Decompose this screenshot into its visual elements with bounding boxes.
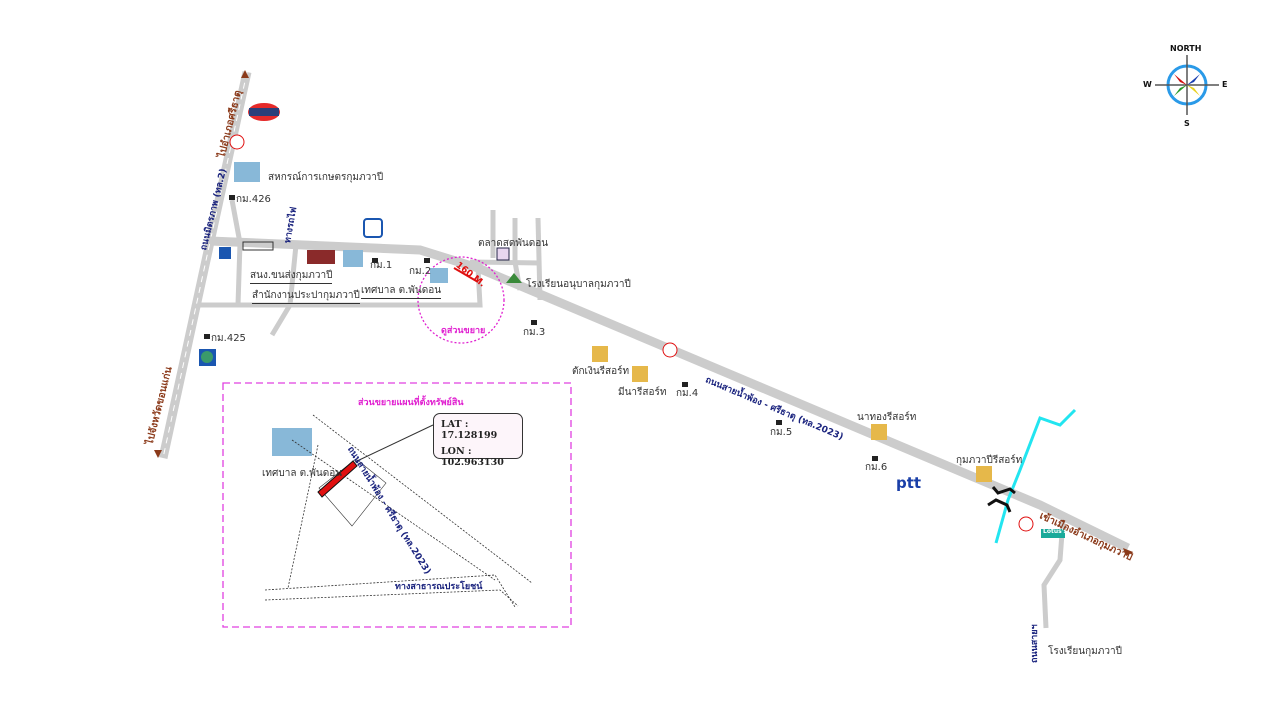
km5-label: กม.5 [770, 427, 793, 438]
zoom-circle[interactable] [417, 256, 505, 344]
compass-west: W [1143, 80, 1152, 89]
lotus-logo [1041, 529, 1065, 538]
arrow-south-icon [154, 450, 162, 458]
municipality-label: เทศบาล ต.พันดอน [361, 283, 442, 299]
market-label: ตลาดสดพันดอน [478, 238, 549, 249]
coordinates-box: LAT : 17.128199 LON : 102.963130 [433, 413, 523, 468]
resort4-label: กุมภวาปีรีสอร์ท [956, 455, 1023, 466]
kindergarten-label: โรงเรียนอนุบาลกุมภวาปี [526, 279, 631, 290]
compass-east: E [1222, 80, 1228, 89]
pt-station-icon [229, 134, 1034, 532]
resort3-label: นาทองรีสอร์ท [857, 412, 917, 423]
arrow-north-icon [241, 70, 249, 78]
nissan-icon [248, 103, 280, 121]
govt-icon [363, 218, 383, 238]
km425-label: กม.425 [211, 333, 246, 344]
compass-south: S [1184, 119, 1190, 128]
svg-text:ptt: ptt [896, 474, 921, 492]
km6-label: กม.6 [865, 462, 888, 473]
hw-sign-icon [199, 247, 231, 366]
inset-public-way-label: ทางสาธารณประโยชน์ [395, 582, 483, 592]
km4-label: กม.4 [676, 388, 699, 399]
compass-north: NORTH [1170, 44, 1202, 53]
market-icon [496, 247, 510, 261]
school-label: โรงเรียนกุมภวาปี [1048, 646, 1122, 657]
km426-label: กม.426 [236, 194, 271, 205]
inset-title: ส่วนขยายแผนที่ตั้งทรัพย์สิน [358, 398, 464, 408]
inset-lines [264, 414, 533, 608]
inset-municipality-label: เทศบาล ต.พันดอน [262, 468, 343, 479]
transport-label: สนง.ขนส่งกุมภวาปี [250, 268, 333, 284]
lotus-label: Lotus's [1043, 528, 1068, 535]
resort2-label: มีนารีสอร์ท [618, 387, 667, 398]
compass-icon [1155, 55, 1219, 115]
km1-label: กม.1 [370, 260, 393, 271]
waterworks-label: สำนักงานประปากุมภวาปี [252, 288, 360, 304]
railway-icon [242, 241, 274, 251]
lat-value: LAT : 17.128199 [441, 419, 498, 441]
property-marker[interactable] [317, 460, 358, 498]
resort1-label: ตักเงินรีสอร์ท [572, 366, 630, 377]
arrow-east-icon [1123, 548, 1133, 556]
resort-icon [592, 346, 992, 482]
km2-label: กม.2 [409, 266, 432, 277]
side-road-label: ถนนสายฯ [1030, 624, 1040, 663]
school-icon [506, 273, 522, 283]
km3-label: กม.3 [523, 327, 546, 338]
inset-frame [222, 382, 572, 628]
road-local [200, 267, 483, 308]
river [994, 408, 1077, 544]
zoom-note-label[interactable]: ดูส่วนขยาย [441, 326, 486, 336]
bus-icon [307, 250, 335, 264]
km-marker-icon [204, 195, 878, 461]
lon-value: LON : 102.963130 [441, 446, 504, 468]
building-icon [234, 162, 448, 456]
bridge-icon [987, 486, 1016, 513]
ptt-logo: ptt [896, 474, 921, 492]
coop-label: สหกรณ์การเกษตรกุมภวาปี [268, 172, 384, 183]
